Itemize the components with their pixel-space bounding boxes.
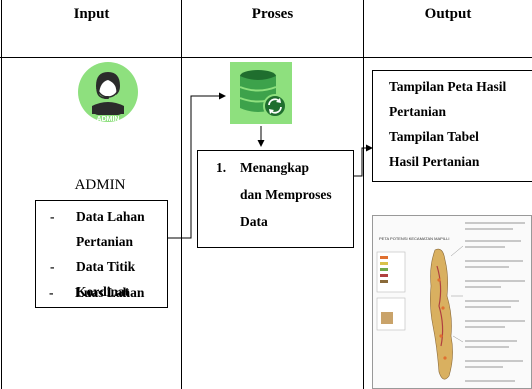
step-line: dan Memproses xyxy=(240,187,332,202)
header-output: Output xyxy=(424,6,472,22)
list-item-text: Data Lahan xyxy=(76,209,145,224)
database-sync-icon xyxy=(230,62,292,124)
header-divider xyxy=(0,57,532,58)
arrow-process-to-output xyxy=(354,144,373,177)
list-item-text: Kordinat xyxy=(76,284,130,299)
admin-badge-text: ADMIN xyxy=(96,116,120,123)
list-item-text: Pertanian xyxy=(76,234,133,249)
header-proses: Proses xyxy=(251,6,294,22)
step-number: 1. xyxy=(216,160,227,175)
table-border-left xyxy=(1,0,2,389)
output-line: Hasil Pertanian xyxy=(389,154,480,169)
list-item-text: Luas Lahan xyxy=(75,285,145,300)
map-output-screenshot: PETA POTENSI KECAMATAN MAPILLI xyxy=(372,215,532,389)
arrow-input-to-process xyxy=(168,92,226,239)
output-line: Pertanian xyxy=(389,104,446,119)
step-line: Menangkap xyxy=(240,160,310,175)
process-step-box: 1. Menangkap dan Memproses Data xyxy=(197,150,354,248)
output-line: Tampilan Tabel xyxy=(389,129,479,144)
column-divider-2 xyxy=(363,0,364,389)
list-item-text: Data Titik xyxy=(76,259,136,274)
step-line: Data xyxy=(240,214,268,229)
map-title: PETA POTENSI KECAMATAN MAPILLI xyxy=(379,236,450,241)
header-input: Input xyxy=(73,6,110,22)
output-box: Tampilan Peta Hasil Pertanian Tampilan T… xyxy=(372,70,532,182)
column-divider-1 xyxy=(181,0,182,389)
output-line: Tampilan Peta Hasil xyxy=(389,79,507,94)
admin-avatar-icon xyxy=(78,62,138,122)
input-data-box: - Data Lahan Pertanian - Data Titik Kord… xyxy=(35,200,168,308)
admin-label: ADMIN xyxy=(74,177,126,193)
